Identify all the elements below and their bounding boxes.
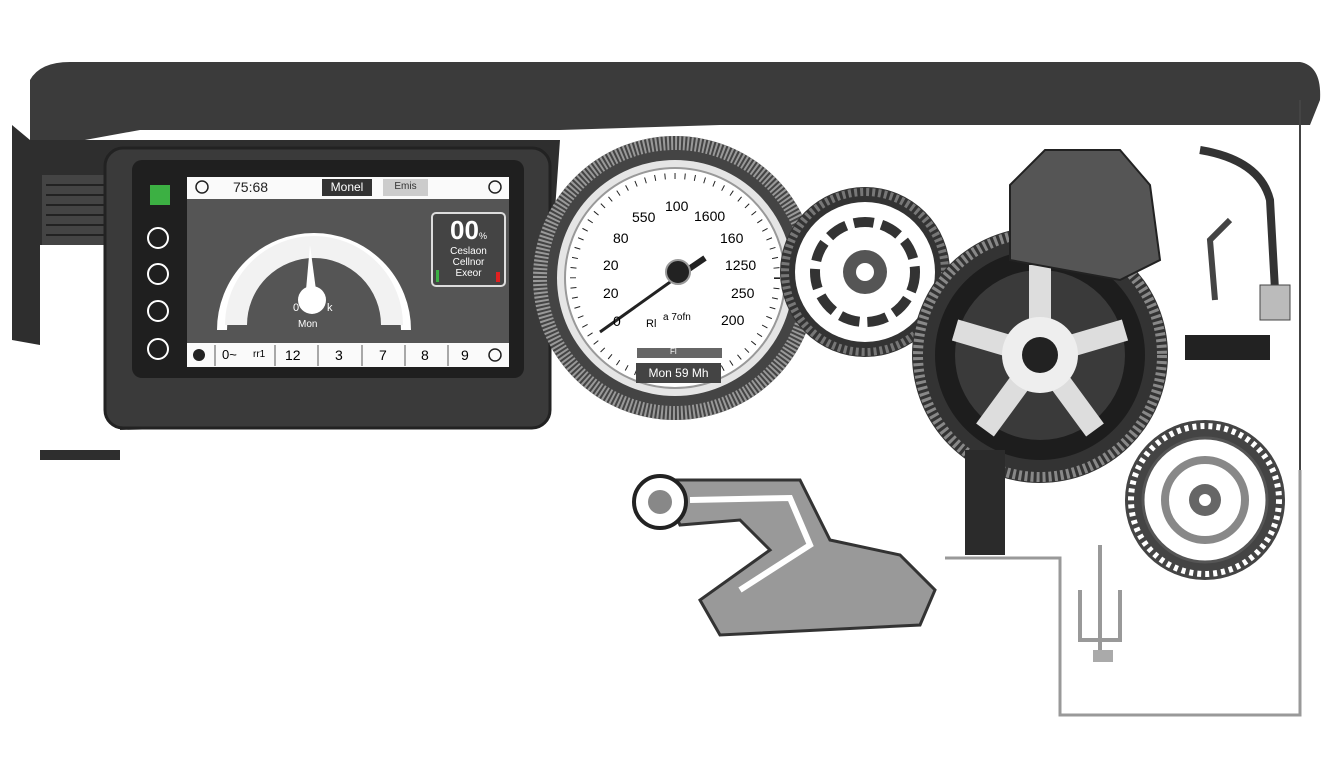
gear-small [1125,420,1285,580]
bottom-cell[interactable]: 12 [285,347,301,363]
info-line-2: Cellnor [452,257,485,268]
screen-time: 75:68 [233,179,269,195]
speed-label: 200 [721,312,745,328]
speed-label: 80 [613,230,629,246]
info-line-1: Ceslaon [450,246,487,257]
bottom-cell[interactable]: 3 [335,347,343,363]
speed-label: 1600 [694,208,726,224]
bottom-cell[interactable]: rr1 [253,349,266,360]
speed-readout-text: Mon 59 Mh [648,366,709,380]
mode-tab-inactive-label[interactable]: Emis [394,181,417,192]
mode-tab-active-label[interactable]: Monel [330,180,364,194]
door-icon[interactable] [147,263,169,285]
speed-label: 1250 [725,257,757,273]
speed-label: 20 [603,257,619,273]
umbrella-icon[interactable] [147,227,169,249]
info-box [431,212,506,287]
mount-bracket [657,478,937,637]
gauge-left-label: 0 [293,302,300,314]
side-panel-outline [945,470,1302,717]
info-unit: % [478,231,487,241]
screen-gauge-needle [306,245,316,290]
home-icon[interactable] [147,300,169,322]
gauge-icon[interactable] [147,338,169,360]
speed-label: 250 [731,285,755,301]
settings-icon[interactable] [488,180,502,194]
speed-label: 100 [665,198,689,214]
bottom-cell[interactable]: 7 [379,347,387,363]
engine-block [1009,149,1162,282]
speed-label: 20 [603,285,619,301]
speed-mini-bar: Fl [670,347,677,356]
speed-readout [636,363,721,383]
speed-label: 550 [632,209,656,225]
dashboard-housing [30,62,1321,150]
info-value: 00 [450,215,479,245]
bottom-cell[interactable]: 0~ [222,347,237,362]
info-box-text: 00% Ceslaon Cellnor Exeor [432,215,505,279]
speed-inner-right: a 7ofn [663,312,691,323]
mode-tab-active[interactable] [322,179,372,196]
mode-tab-inactive[interactable] [383,179,428,196]
clock-icon [195,180,209,194]
speed-label: 160 [720,230,744,246]
speedometer-needle [599,273,681,334]
speed-inner-left: Rl [646,318,657,330]
flag-icon [150,185,170,205]
info-line-3: Exeor [455,268,482,279]
bottom-cell[interactable]: 9 [461,347,469,363]
gauge-caption: Mon [298,319,318,330]
gear-large [912,227,1168,483]
gauge-right-label: k [327,302,333,314]
bottom-cell[interactable]: 8 [421,347,429,363]
speed-label: 0 [613,313,621,329]
